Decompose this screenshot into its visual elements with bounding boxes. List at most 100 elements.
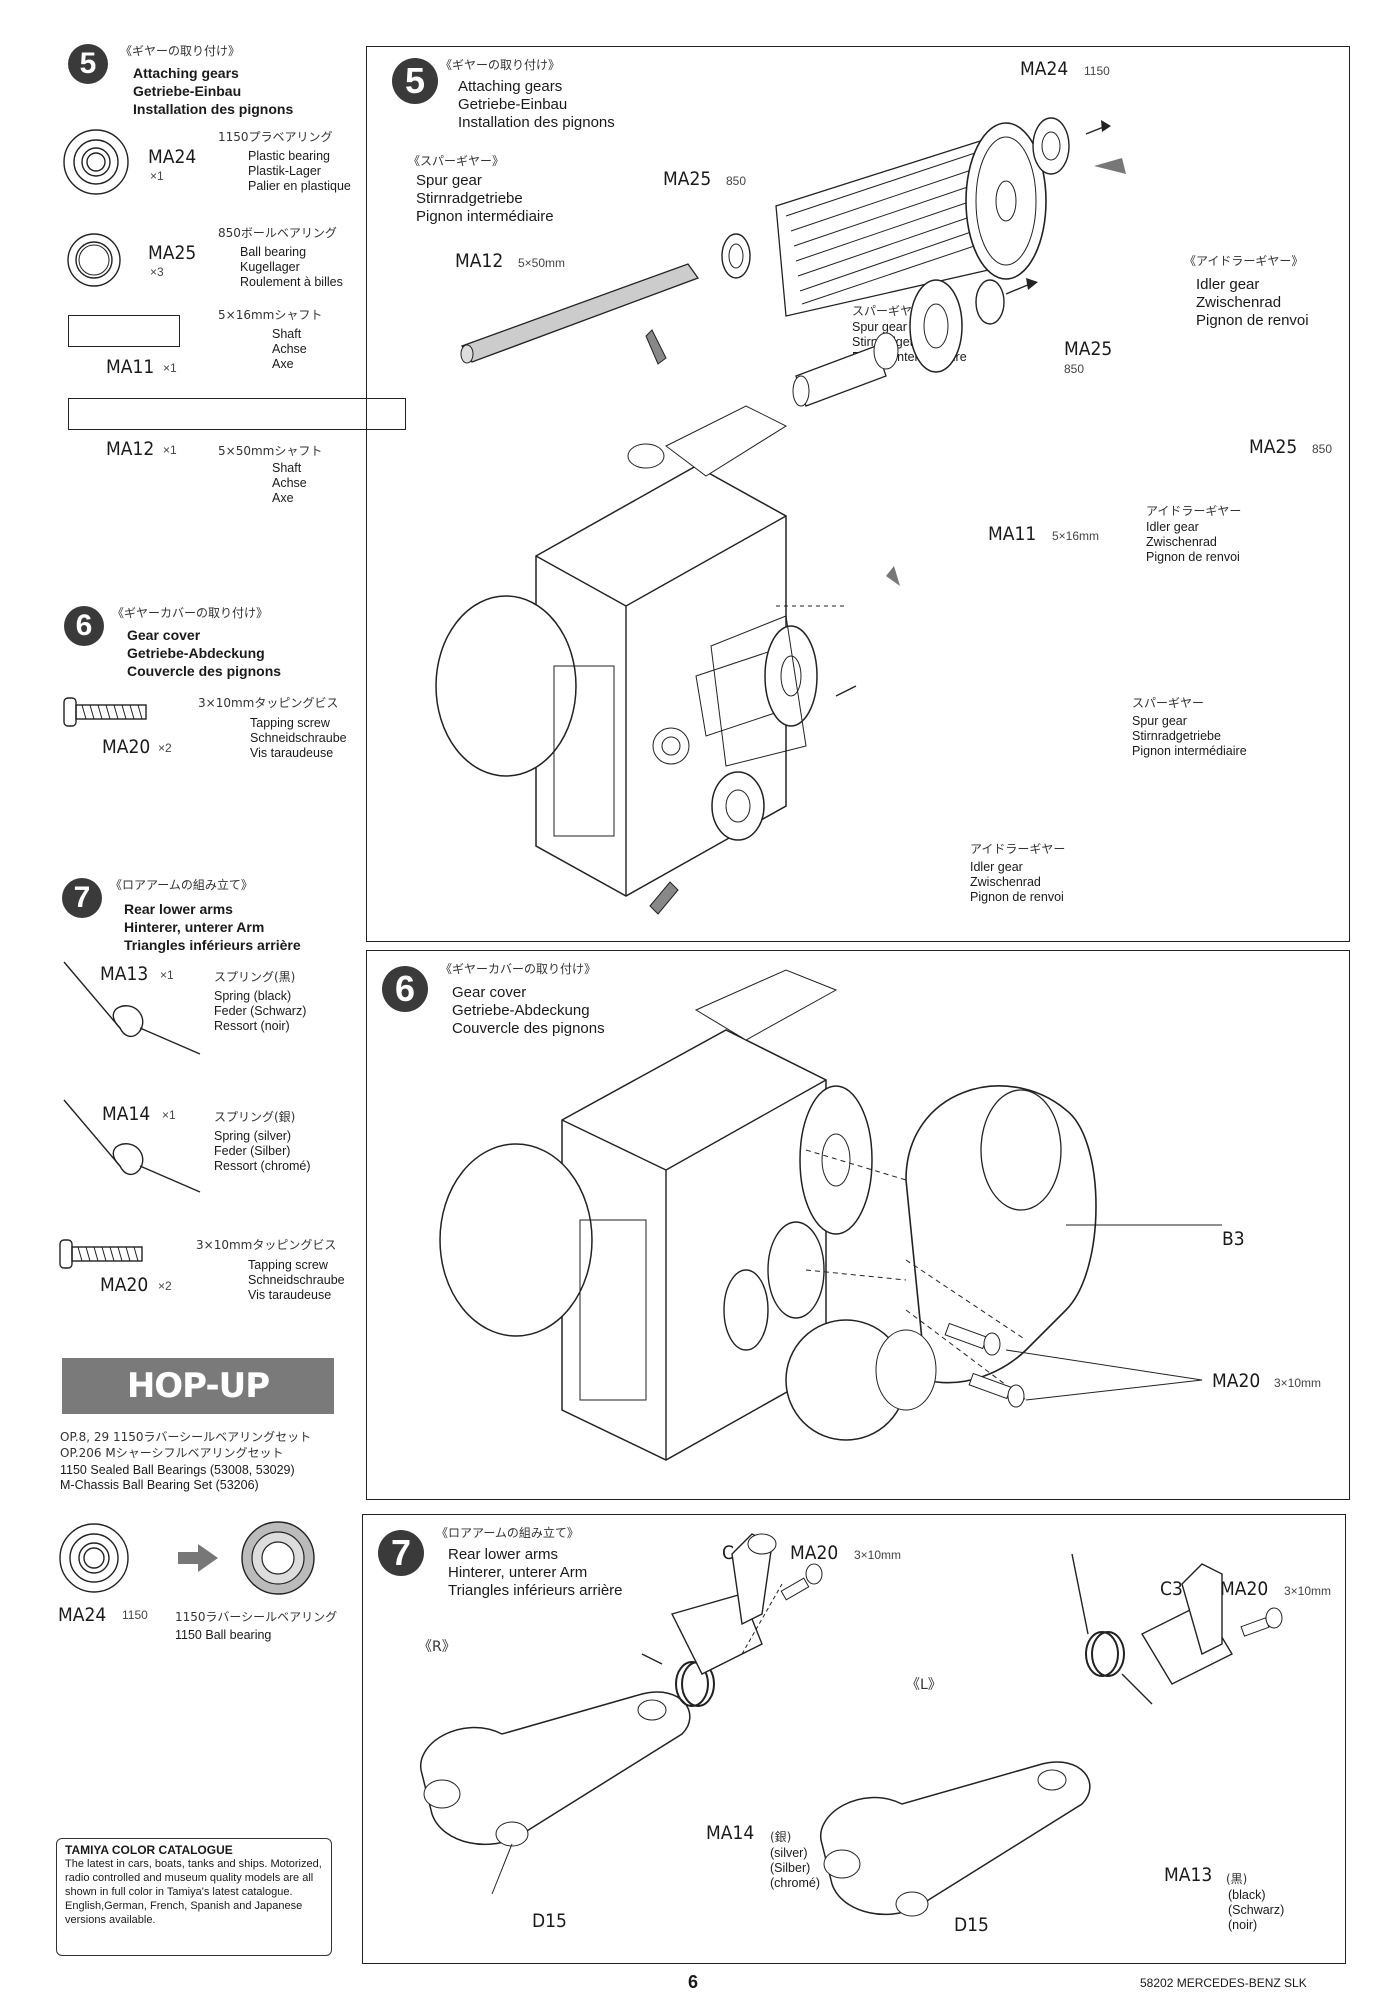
hopup-from-size: 1150 [122,1608,148,1622]
panel7-lower-arms-illustration [419,1533,1283,1917]
screw-ma20-r-drawing [741,1563,823,1655]
panel7-label-r: 《R》 [418,1639,456,1655]
ma12-desc-de: Achse [272,476,307,490]
panel5-de: Getriebe-Einbau [458,96,568,113]
step6-ma20-qty: ×2 [158,741,172,755]
step7-ma20-code: MA20 [100,1274,149,1296]
idler-gear-assembly-drawing [649,771,765,915]
gears-drawing-6 [723,1085,907,1351]
panel5-idler-fr: Pignon de renvoi [1196,312,1309,329]
ma11-desc-en: Shaft [272,327,302,341]
panel5-label-ma12: MA12 [455,250,504,272]
ma12-desc-en: Shaft [272,461,302,475]
ma25-code: MA25 [148,242,197,264]
bearing-ma25-drawing [721,233,751,279]
spring-ma13-icon [63,961,201,1055]
hopup-bearing-diagram [59,1521,315,1595]
panel7-label-ma14: MA14 [706,1822,755,1844]
ma13-jp: スプリング(黒) [214,970,296,984]
ma12-qty: ×1 [163,443,177,457]
panel7-label-ma20a: MA20 [790,1542,839,1564]
ma25-desc-de: Kugellager [240,260,300,274]
panel6-de: Getriebe-Abdeckung [452,1002,590,1019]
ma24-qty: ×1 [150,169,164,183]
panel5-label-ma25a: MA25 [663,168,712,190]
catalogue-box: TAMIYA COLOR CATALOGUE The latest in car… [56,1838,332,1956]
panel5-idler-small2-jp: アイドラーギヤー [970,842,1066,856]
ma14-jp: スプリング(銀) [214,1110,296,1124]
panel5-fr: Installation des pignons [458,114,615,131]
panel7-de: Hinterer, unterer Arm [448,1564,588,1581]
panel7-en: Rear lower arms [448,1546,559,1563]
model-name: 58202 MERCEDES-BENZ SLK [1140,1976,1307,1990]
step6-ma20-desc-en: Tapping screw [250,716,330,730]
panel5-label-ma24-size: 1150 [1084,64,1110,78]
step-6-fr: Couvercle des pignons [127,663,282,679]
panel7-ma14-desc-de: (Silber) [770,1861,811,1875]
panel5-idler-small-en: Idler gear [1146,520,1199,534]
step-7-jp: 《ロアアームの組み立て》 [110,878,253,892]
panel-step-5 [366,46,1350,942]
idler-gear-drawing [792,278,1038,407]
panel5-idler-small-jp: アイドラーギヤー [1146,504,1242,518]
panel6-label-ma20-size: 3×10mm [1274,1376,1322,1390]
panel5-label-ma25a-size: 850 [726,174,747,188]
panel6-gearcover-illustration [439,969,1222,1461]
hopup-from-code: MA24 [58,1604,107,1626]
step-6-de: Getriebe-Abdeckung [127,645,265,661]
panel7-fr: Triangles inférieurs arrière [448,1582,623,1599]
panel5-idler-small2-fr: Pignon de renvoi [970,890,1064,904]
panel5-label-ma25b: MA25 [1064,338,1113,360]
panel6-en: Gear cover [452,984,527,1001]
arm-d15-right-drawing [419,1691,691,1895]
ma25-desc-en: Ball bearing [240,245,307,259]
shaft-ma11-icon [68,315,180,347]
ma25-qty: ×3 [150,265,164,279]
ma11-code: MA11 [106,356,155,378]
screw-ma20-l-drawing [1240,1607,1283,1637]
gear-cover-b3-drawing [785,1085,1222,1441]
panel7-label-ma20b-size: 3×10mm [1284,1584,1332,1598]
hopup-jp-1: OP.8, 29 1150ラバーシールベアリングセット [60,1430,312,1444]
page-number: 6 [688,1972,699,1992]
panel5-spur-small-en: Spur gear [852,320,907,334]
ma13-desc-de: Feder (Schwarz) [214,1004,307,1018]
ma24-desc-en: Plastic bearing [248,149,330,163]
hopup-jp-2: OP.206 Mシャーシフルベアリングセット [60,1446,284,1460]
ma14-desc-de: Feder (Silber) [214,1144,291,1158]
panel5-spur-fr: Pignon intermédiaire [416,208,554,225]
bearing-ma24-drawing [1032,117,1111,175]
step-6-badge: 6 [64,606,104,646]
panel7-label-ma20b: MA20 [1220,1578,1269,1600]
panel5-idler-small-de: Zwischenrad [1146,535,1217,549]
step7-ma20-desc-en: Tapping screw [248,1258,328,1272]
panel6-badge: 6 [382,966,428,1012]
ma14-desc-en: Spring (silver) [214,1129,292,1143]
catalogue-body: The latest in cars, boats, tanks and shi… [65,1858,322,1926]
ma24-desc-fr: Palier en plastique [248,179,351,193]
ma14-qty: ×1 [162,1108,176,1122]
panel5-idler-en: Idler gear [1196,276,1260,293]
step-5-en: Attaching gears [133,65,239,81]
hopup-banner: HOP-UP OPTIONS [62,1358,334,1462]
panel7-ma14-jp: (銀) [770,1830,792,1844]
step-6-jp: 《ギヤーカバーの取り付け》 [112,606,269,620]
step7-ma20-jp: 3×10mmタッピングビス [196,1238,337,1252]
panel5-label-ma25b-size: 850 [1064,362,1085,376]
panel7-ma14-desc-en: (silver) [770,1846,808,1860]
panel5-idler-small-fr: Pignon de renvoi [1146,550,1240,564]
panel7-jp: 《ロアアームの組み立て》 [436,1526,579,1540]
ma13-code: MA13 [100,963,149,985]
ma24-code: MA24 [148,146,197,168]
spur-gear-assembly-drawing [695,615,857,767]
panel5-badge: 5 [392,58,438,104]
panel7-label-d15b: D15 [954,1914,989,1936]
hopup-to-jp: 1150ラバーシールベアリング [175,1610,338,1624]
panel6-label-ma20: MA20 [1212,1370,1261,1392]
panel5-spur-small2-en: Spur gear [1132,714,1187,728]
ma25-jp: 850ボールベアリング [218,226,337,240]
shaft-ma12-icon [68,398,406,430]
step6-ma20-jp: 3×10mmタッピングビス [198,696,339,710]
step-7-de: Hinterer, unterer Arm [124,919,265,935]
gearbox-body-drawing-6 [439,969,838,1461]
